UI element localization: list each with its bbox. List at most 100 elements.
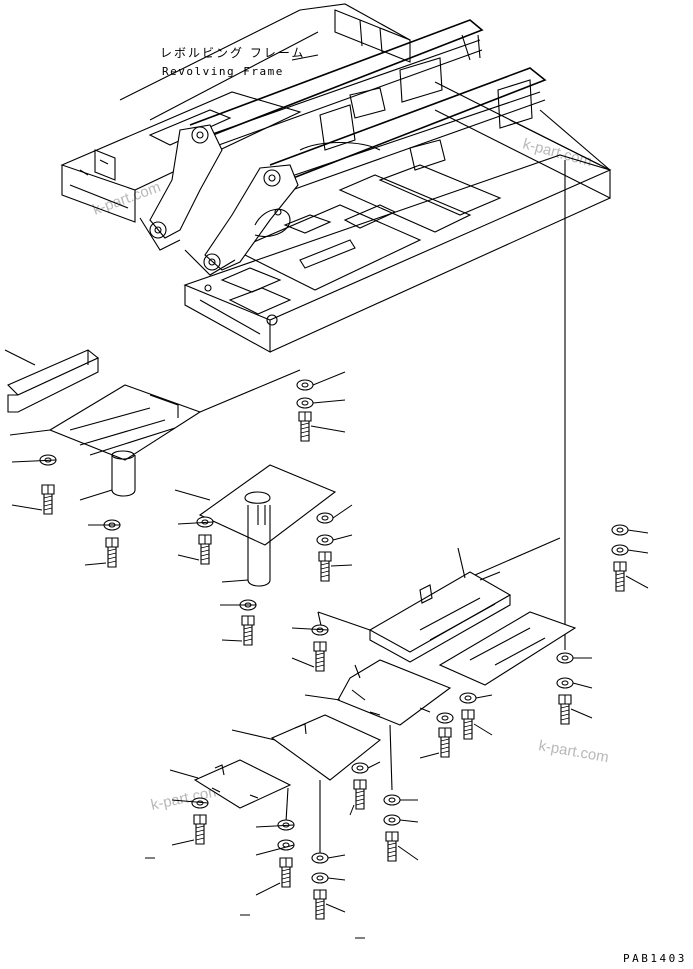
bolt-thread: [355, 794, 365, 798]
leader-line: [327, 854, 346, 859]
bolt-thread: [615, 584, 625, 588]
bolt-thread: [200, 549, 210, 553]
bolt-shank: [560, 703, 570, 725]
leader-line: [399, 819, 419, 823]
washer-hole: [321, 537, 329, 543]
bolt-shank: [615, 570, 625, 592]
washer: [311, 872, 329, 884]
washer: [611, 544, 629, 556]
watermark: k-part.com: [91, 179, 163, 219]
bolt-thread: [195, 829, 205, 833]
bolt-thread: [560, 705, 570, 709]
bolt-thread: [315, 652, 325, 656]
leader-line: [397, 845, 419, 861]
bolt-thread: [320, 574, 330, 578]
leader-line: [327, 877, 346, 881]
leader-line: [11, 504, 43, 511]
leader-line: [310, 425, 346, 433]
leader-line: [332, 534, 353, 541]
bolt-thread: [355, 798, 365, 802]
washer-hole: [561, 680, 569, 686]
leader-line: [325, 903, 346, 913]
bolt-thread: [560, 713, 570, 717]
bolt-thread: [387, 854, 397, 858]
washer-hole: [321, 515, 329, 521]
bolt-thread: [387, 846, 397, 850]
cover-plate-g: [169, 759, 292, 823]
bolt-thread: [300, 422, 310, 426]
washer-hole: [301, 382, 309, 388]
bolt-shank: [315, 650, 325, 672]
bolt-thread: [315, 660, 325, 664]
bolt-thread: [300, 434, 310, 438]
washer-hole: [464, 695, 472, 701]
washer: [316, 512, 334, 524]
bolt-thread: [463, 724, 473, 728]
bolt-thread: [615, 580, 625, 584]
leader-line: [255, 824, 295, 828]
washer-hole: [441, 715, 449, 721]
bolt-thread: [463, 728, 473, 732]
leader-line: [570, 708, 593, 719]
bolt-thread: [195, 837, 205, 841]
leader-line: [475, 694, 493, 699]
bolt-thread: [107, 560, 117, 564]
leader-line: [349, 804, 355, 816]
bolt-shank: [463, 718, 473, 740]
cover-plate-c: [317, 537, 561, 663]
bolt-thread: [315, 908, 325, 912]
bolt-thread: [315, 664, 325, 668]
bolt-thread: [440, 746, 450, 750]
washer: [436, 712, 454, 724]
leader-line: [312, 399, 346, 404]
leader-line: [473, 723, 493, 736]
bolt-thread: [315, 900, 325, 904]
washer: [351, 762, 369, 774]
washer: [383, 814, 401, 826]
bolt-shank: [281, 866, 291, 888]
bolt-thread: [243, 634, 253, 638]
cover-plate-d: [438, 611, 577, 686]
bolt-thread: [200, 545, 210, 549]
bolt-thread: [355, 802, 365, 806]
washer-hole: [316, 855, 324, 861]
leader-line: [171, 839, 195, 846]
bolt-thread: [43, 507, 53, 511]
bolt-thread: [463, 720, 473, 724]
bolt-thread: [195, 825, 205, 829]
bolt-shank: [315, 898, 325, 920]
bolt-thread: [43, 503, 53, 507]
bolt-thread: [200, 557, 210, 561]
washer-hole: [301, 400, 309, 406]
washer: [556, 677, 574, 689]
leader-line: [291, 627, 329, 631]
washer-hole: [561, 655, 569, 661]
bolt-thread: [43, 499, 53, 503]
fastener-group: [11, 371, 649, 939]
bolt-thread: [243, 626, 253, 630]
bolt-thread: [107, 552, 117, 556]
bolt-thread: [281, 880, 291, 884]
bolt-shank: [320, 560, 330, 582]
bolt-thread: [281, 872, 291, 876]
washer: [316, 534, 334, 546]
cover-plate-e: [304, 659, 452, 791]
bolt-thread: [281, 876, 291, 880]
cover-plate-f: [231, 714, 382, 855]
bolt-thread: [107, 548, 117, 552]
leader-line: [177, 521, 214, 525]
washer: [311, 852, 329, 864]
leader-line: [330, 564, 353, 567]
bolt-thread: [315, 904, 325, 908]
washer-hole: [616, 527, 624, 533]
bolt-shank: [200, 543, 210, 565]
bolt-thread: [195, 833, 205, 837]
figure-code: PAB1403: [623, 952, 687, 965]
leader-line: [255, 844, 295, 856]
bolt-thread: [43, 495, 53, 499]
bolt-thread: [243, 638, 253, 642]
bolt-thread: [320, 566, 330, 570]
washer-hole: [356, 765, 364, 771]
